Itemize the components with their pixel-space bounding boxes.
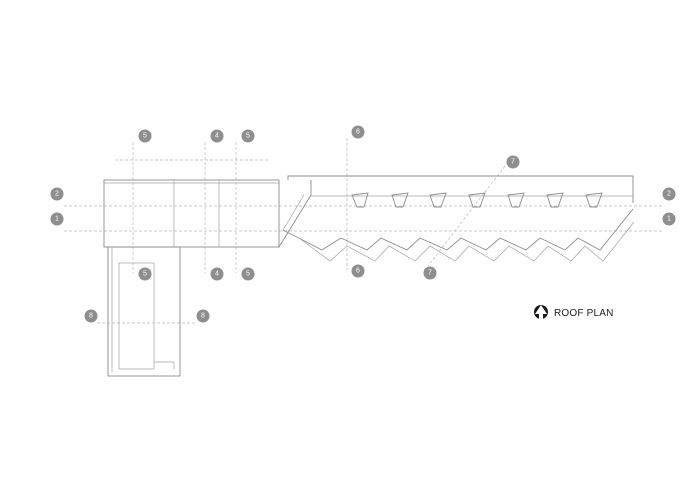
svg-text:7: 7 xyxy=(511,159,515,166)
skylight xyxy=(429,192,447,208)
east-roof-top-edge xyxy=(287,175,634,203)
grid-marker-col-d-bottom: 6 xyxy=(351,264,365,278)
skylight xyxy=(585,192,603,208)
svg-text:1: 1 xyxy=(667,216,671,223)
skylights xyxy=(351,192,603,208)
skylight xyxy=(546,192,564,208)
grid-marker-wing-right: 8 xyxy=(196,309,210,323)
grid-marker-row-b-right: 1 xyxy=(662,212,676,226)
grid-marker-col-d-top: 6 xyxy=(351,125,365,139)
skylight xyxy=(507,192,525,208)
grid-lines xyxy=(64,138,662,324)
roof-transition-inner xyxy=(282,194,305,231)
sawtooth-edge xyxy=(282,208,634,251)
grid-marker-col-a-top: 5 xyxy=(138,129,152,143)
grid-marker-col-c-top: 5 xyxy=(241,129,255,143)
south-wing-outline xyxy=(107,246,181,377)
building-outline xyxy=(103,175,635,377)
svg-text:5: 5 xyxy=(246,133,250,140)
svg-text:4: 4 xyxy=(215,133,219,140)
grid-marker-wing-left: 8 xyxy=(84,309,98,323)
grid-marker-row-a-left: 2 xyxy=(50,187,64,201)
svg-text:6: 6 xyxy=(356,129,360,136)
grid-marker-col-b-bottom: 4 xyxy=(210,267,224,281)
skylight xyxy=(351,192,369,208)
roof-transition xyxy=(278,180,312,248)
svg-text:8: 8 xyxy=(89,313,93,320)
grid-marker-col-a-bottom: 5 xyxy=(138,267,152,281)
grid-marker-diagonal-top: 7 xyxy=(506,155,520,169)
svg-text:4: 4 xyxy=(215,271,219,278)
west-roof-block xyxy=(103,179,280,248)
grid-marker-row-a-right: 2 xyxy=(662,187,676,201)
svg-text:2: 2 xyxy=(667,191,671,198)
svg-text:7: 7 xyxy=(428,270,432,277)
south-wing-step xyxy=(154,361,175,369)
svg-text:5: 5 xyxy=(246,271,250,278)
svg-text:2: 2 xyxy=(55,191,59,198)
grid-marker-col-c-bottom: 5 xyxy=(241,267,255,281)
svg-text:5: 5 xyxy=(143,271,147,278)
grid-marker-row-b-left: 1 xyxy=(50,212,64,226)
grid-diagonal xyxy=(427,165,506,267)
svg-text:1: 1 xyxy=(55,216,59,223)
skylight xyxy=(391,192,409,208)
skylight xyxy=(468,192,486,208)
south-wing-inner xyxy=(118,262,155,370)
svg-text:8: 8 xyxy=(201,313,205,320)
north-arrow-icon xyxy=(534,305,548,319)
grid-marker-col-b-top: 4 xyxy=(210,129,224,143)
svg-text:5: 5 xyxy=(143,133,147,140)
sawtooth-edge-outer xyxy=(298,221,635,262)
plan-title: ROOF PLAN xyxy=(554,308,614,319)
grid-marker-diagonal-bottom: 7 xyxy=(423,266,437,280)
svg-text:6: 6 xyxy=(356,268,360,275)
